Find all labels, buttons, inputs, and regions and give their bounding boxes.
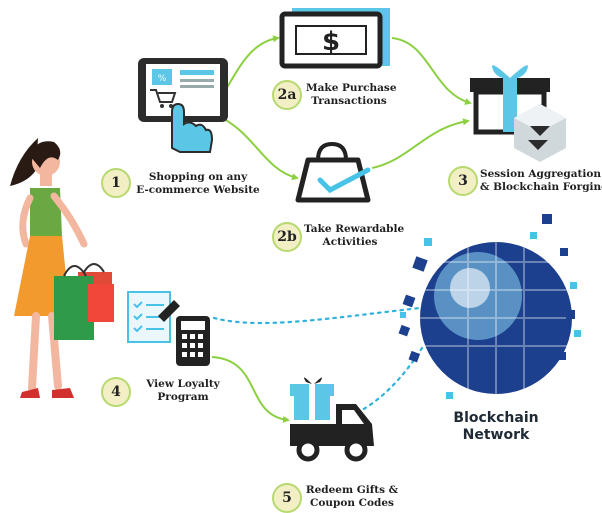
- network-label-line-2: Network: [462, 427, 530, 443]
- blockchain-network-label: Blockchain Network: [436, 410, 556, 444]
- clipboard-calculator-icon: [127, 291, 210, 366]
- step-label-2b: Take Rewardable Activities: [304, 223, 405, 249]
- arrow-2b-to-3: [371, 118, 470, 169]
- step-label-4: View Loyalty Program: [140, 378, 226, 404]
- woman-shopper-icon: [10, 138, 114, 398]
- arrow-4-to-5: [211, 356, 290, 423]
- step-label-4-line-1: View Loyalty: [146, 378, 220, 390]
- dollar-bill-icon: $: [279, 8, 390, 69]
- shopping-bag-check-icon: [295, 141, 371, 203]
- step-badge-5: 5: [272, 483, 302, 513]
- step-label-1-line-2: E-commerce Website: [136, 184, 260, 196]
- step-label-2b-line-2: Activities: [322, 236, 378, 248]
- step-badge-4: 4: [101, 377, 131, 407]
- step-label-5: Redeem Gifts & Coupon Codes: [302, 484, 402, 510]
- step-label-5-line-1: Redeem Gifts &: [305, 484, 399, 496]
- network-label-line-1: Blockchain: [453, 410, 539, 426]
- step-label-3: Session Aggregation & Blockchain Forging: [480, 168, 602, 194]
- flow-arrows: [211, 35, 472, 423]
- blockchain-globe-icon: [398, 214, 581, 399]
- step-badge-2b: 2b: [272, 222, 302, 252]
- step-badge-3: 3: [448, 166, 478, 196]
- step-label-5-line-2: Coupon Codes: [310, 497, 394, 509]
- step-badge-2a: 2a: [272, 80, 302, 110]
- delivery-truck-gift-icon: [290, 377, 374, 462]
- step-label-2b-line-1: Take Rewardable: [304, 223, 405, 235]
- svg-text:%: %: [158, 74, 167, 84]
- arrow-2a-to-3: [391, 37, 472, 105]
- step-label-1: Shopping on any E-commerce Website: [136, 171, 260, 197]
- svg-text:$: $: [322, 27, 340, 57]
- gift-box-blockchain-icon: [470, 65, 566, 162]
- step-label-3-line-2: & Blockchain Forging: [480, 181, 602, 193]
- step-label-4-line-2: Program: [157, 391, 209, 403]
- arrow-1-to-2b: [221, 117, 299, 181]
- step-label-1-line-1: Shopping on any: [148, 171, 248, 183]
- arrow-1-to-2a: [221, 35, 280, 97]
- step-badge-1: 1: [101, 168, 131, 198]
- step-label-3-line-1: Session Aggregation: [480, 168, 602, 180]
- tablet-cart-icon: %: [138, 58, 228, 153]
- step-label-2a-line-2: Transactions: [311, 95, 387, 107]
- step-label-2a-line-1: Make Purchase: [306, 82, 397, 94]
- step-label-2a: Make Purchase Transactions: [306, 82, 397, 108]
